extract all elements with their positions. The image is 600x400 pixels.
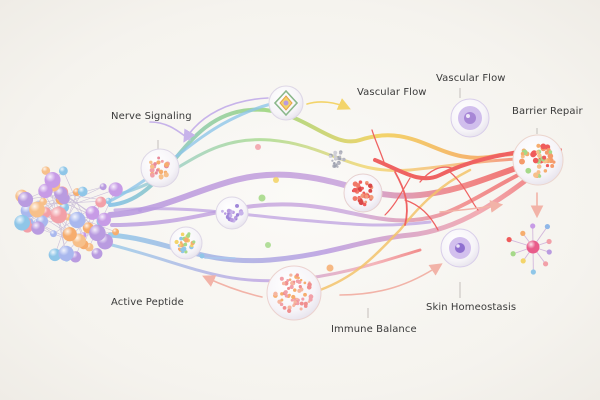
orb-receptor <box>268 85 304 121</box>
orb-red-core <box>343 173 383 213</box>
peptide-cluster <box>14 166 123 263</box>
label-nerve-signaling: Nerve Signaling <box>111 111 192 122</box>
floating-particles <box>138 144 334 272</box>
orb-lilac <box>215 196 249 230</box>
orb-mixed <box>169 226 203 260</box>
label-vascular-flow-1: Vascular Flow <box>357 87 427 98</box>
vascular-branches <box>371 129 532 231</box>
orb-barrier <box>512 134 564 186</box>
label-active-peptide: Active Peptide <box>111 297 184 308</box>
label-immune-balance: Immune Balance <box>331 324 417 335</box>
receptor-node <box>506 223 552 275</box>
label-barrier-repair: Barrier Repair <box>512 106 583 117</box>
orb-nerve <box>140 148 180 188</box>
label-ticks <box>157 88 538 318</box>
orb-vascular <box>450 98 490 138</box>
flow-arrows <box>149 97 544 298</box>
label-skin-homeostasis: Skin Homeostasis <box>426 302 517 313</box>
orb-grey-cluster <box>328 150 346 168</box>
label-vascular-flow-2: Vascular Flow <box>436 73 506 84</box>
orb-immune <box>266 265 322 321</box>
orb-homeostasis <box>440 228 480 268</box>
pathway-ribbons <box>107 100 562 292</box>
